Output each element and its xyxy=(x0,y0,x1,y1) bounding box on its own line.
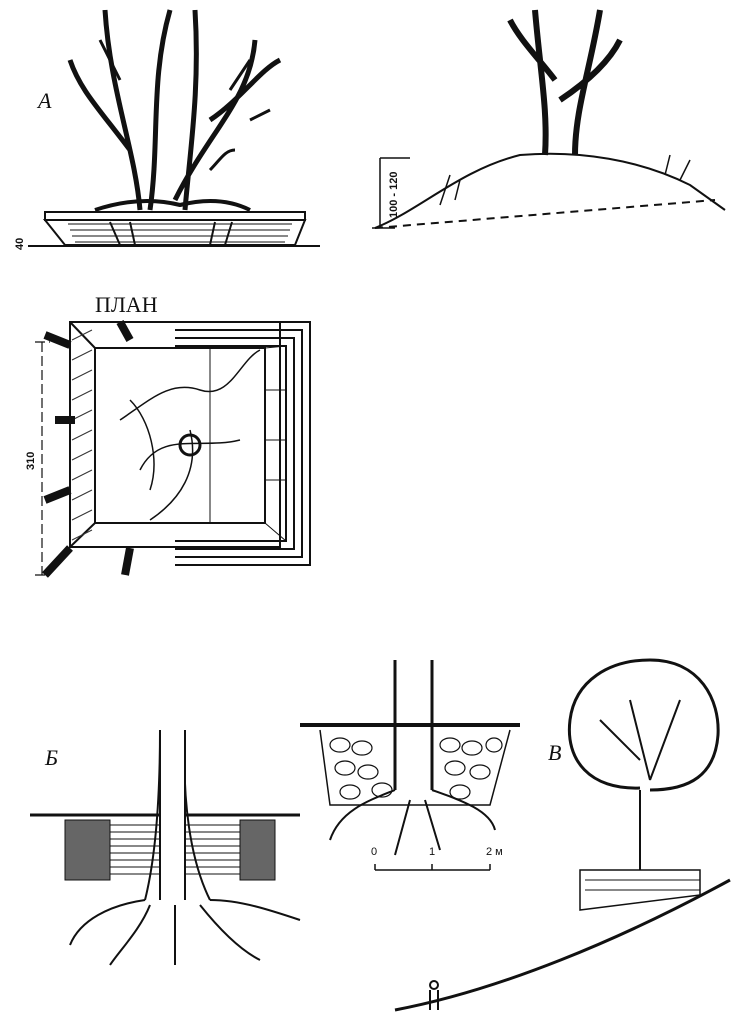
scale-label-2: 2 м xyxy=(486,846,503,858)
planter-height-dimension: 40 xyxy=(14,237,26,250)
tree-in-planter xyxy=(28,9,320,247)
tree-on-hill xyxy=(372,9,726,229)
plan-width-dimension: 310 xyxy=(25,451,37,470)
scale-label-1: 1 xyxy=(429,846,436,858)
tree-on-terrace xyxy=(394,658,731,1012)
plan-title: ПЛАН xyxy=(95,292,158,317)
hill-height-dimension: 100 - 120 xyxy=(388,171,400,218)
plan-view xyxy=(35,320,311,578)
tree-in-pit xyxy=(30,729,301,966)
scale-label-0: 0 xyxy=(371,846,378,858)
label-a: А xyxy=(38,88,52,113)
label-v: В xyxy=(548,740,562,765)
tree-in-gravel-pit xyxy=(300,660,520,871)
label-b: Б xyxy=(45,745,58,770)
